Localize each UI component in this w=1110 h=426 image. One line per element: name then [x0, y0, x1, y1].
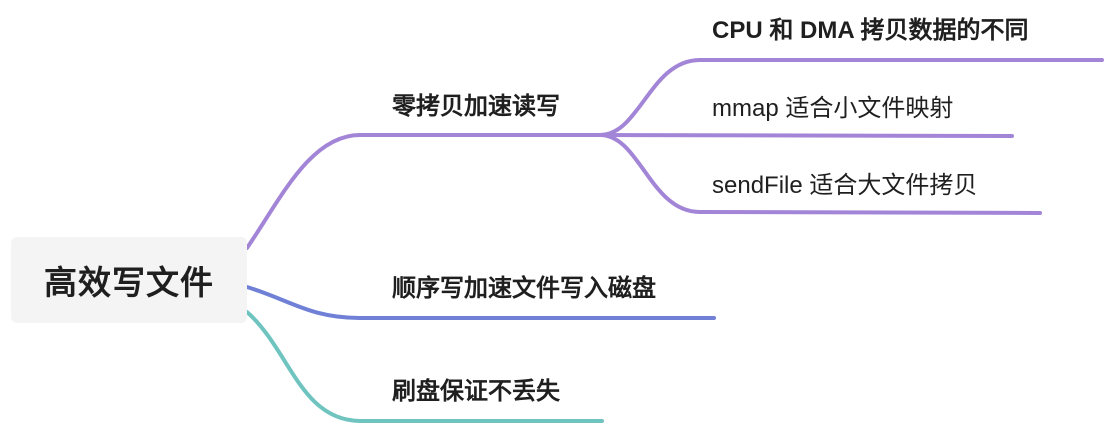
connector-branch-1-child-2	[598, 133, 1014, 138]
connector-root-branch-2	[245, 285, 716, 320]
child-node-mmap[interactable]: mmap 适合小文件映射	[712, 94, 953, 124]
child-node-sendfile[interactable]: sendFile 适合大文件拷贝	[712, 171, 977, 201]
connector-root-branch-1	[245, 133, 602, 250]
branch-node-flush-disk[interactable]: 刷盘保证不丢失	[392, 377, 560, 407]
connector-branch-1-child-3	[598, 133, 1042, 215]
connector-root-branch-3	[245, 310, 604, 423]
branch-label: 零拷贝加速读写	[392, 93, 560, 120]
branch-node-zero-copy[interactable]: 零拷贝加速读写	[392, 92, 560, 122]
child-label: mmap 适合小文件映射	[712, 95, 954, 122]
branch-label: 顺序写加速文件写入磁盘	[392, 275, 656, 302]
root-node-label: 高效写文件	[44, 264, 214, 301]
branch-node-sequential-write[interactable]: 顺序写加速文件写入磁盘	[392, 274, 656, 304]
branch-label: 刷盘保证不丢失	[392, 378, 560, 405]
root-node[interactable]: 高效写文件	[11, 237, 247, 323]
child-label: sendFile 适合大文件拷贝	[712, 172, 978, 199]
child-node-cpu-dma[interactable]: CPU 和 DMA 拷贝数据的不同	[712, 16, 1028, 46]
child-label: CPU 和 DMA 拷贝数据的不同	[712, 17, 1029, 44]
connector-branch-1-child-1	[598, 58, 1104, 137]
